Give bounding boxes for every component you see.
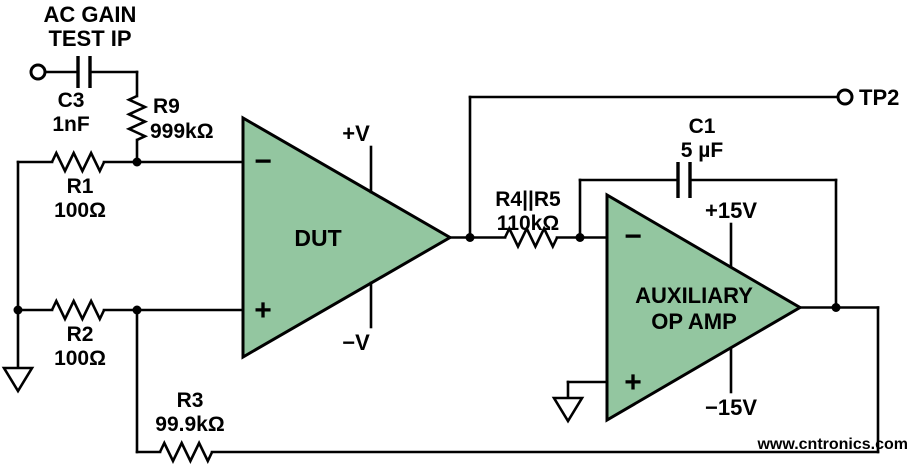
capacitor-c1: C1 5 µF (676, 115, 724, 198)
opamp-dut: − + DUT +V −V (241, 115, 454, 360)
dut-noninverting-input-sign: + (254, 294, 272, 327)
c1-ref-label: C1 (689, 115, 716, 138)
input-label-line2: TEST IP (48, 26, 131, 51)
junction-left-rail (13, 305, 23, 315)
capacitor-c3: C3 1nF (52, 56, 92, 136)
aux-neg-supply-label: −15V (705, 395, 757, 420)
r4r5-value-label: 110kΩ (497, 212, 559, 235)
watermark-text: www.cntronics.com (756, 436, 908, 453)
aux-pos-supply-label: +15V (705, 198, 757, 223)
aux-name-label-line2: OP AMP (651, 309, 737, 334)
dut-neg-supply-label: −V (342, 330, 370, 355)
aux-noninverting-input-sign: + (624, 366, 642, 399)
r1-ref-label: R1 (67, 175, 94, 198)
resistor-r3: R3 99.9kΩ (155, 389, 225, 464)
input-terminal (29, 63, 47, 81)
tp2-terminal (836, 88, 854, 106)
dut-triangle (241, 115, 454, 360)
ground-symbol-aux (551, 396, 585, 424)
dut-inverting-input-sign: − (254, 145, 272, 178)
resistor-r4r5: R4||R5 110kΩ (495, 188, 561, 250)
r4r5-ref-label: R4||R5 (495, 188, 561, 211)
r9-symbol (125, 94, 149, 142)
c3-ref-label: C3 (58, 89, 85, 112)
r2-symbol (50, 297, 106, 323)
junction-feedback (132, 305, 142, 315)
r9-value-label: 999kΩ (150, 120, 214, 143)
resistor-r9: R9 999kΩ (125, 94, 214, 143)
aux-triangle (605, 192, 803, 423)
r2-value-label: 100Ω (54, 347, 106, 370)
input-label-line1: AC GAIN (44, 2, 137, 27)
junction-dut-output (465, 233, 475, 242)
r2-ref-label: R2 (67, 323, 94, 346)
resistor-r1: R1 100Ω (50, 149, 106, 222)
junction-dots (13, 157, 841, 315)
junction-aux-input (575, 233, 585, 242)
resistor-r2: R2 100Ω (50, 297, 106, 370)
aux-name-label-line1: AUXILIARY (635, 283, 753, 308)
c3-value-label: 1nF (52, 113, 90, 136)
dut-name-label: DUT (294, 225, 341, 251)
r9-ref-label: R9 (153, 95, 180, 118)
r3-value-label: 99.9kΩ (155, 413, 224, 436)
tp2-label: TP2 (859, 85, 899, 110)
junction-aux-output (831, 303, 841, 312)
r3-ref-label: R3 (177, 389, 204, 412)
r3-symbol (158, 439, 214, 464)
r1-symbol (50, 149, 106, 175)
opamp-auxiliary: − + AUXILIARY OP AMP +15V −15V (605, 192, 803, 423)
dut-pos-supply-label: +V (342, 121, 370, 146)
c1-value-label: 5 µF (681, 139, 724, 162)
r1-value-label: 100Ω (54, 199, 106, 222)
aux-inverting-input-sign: − (624, 220, 642, 253)
ground-symbol-left (1, 366, 35, 394)
junction-r9-r1 (132, 157, 142, 167)
r4r5-symbol (503, 225, 559, 250)
